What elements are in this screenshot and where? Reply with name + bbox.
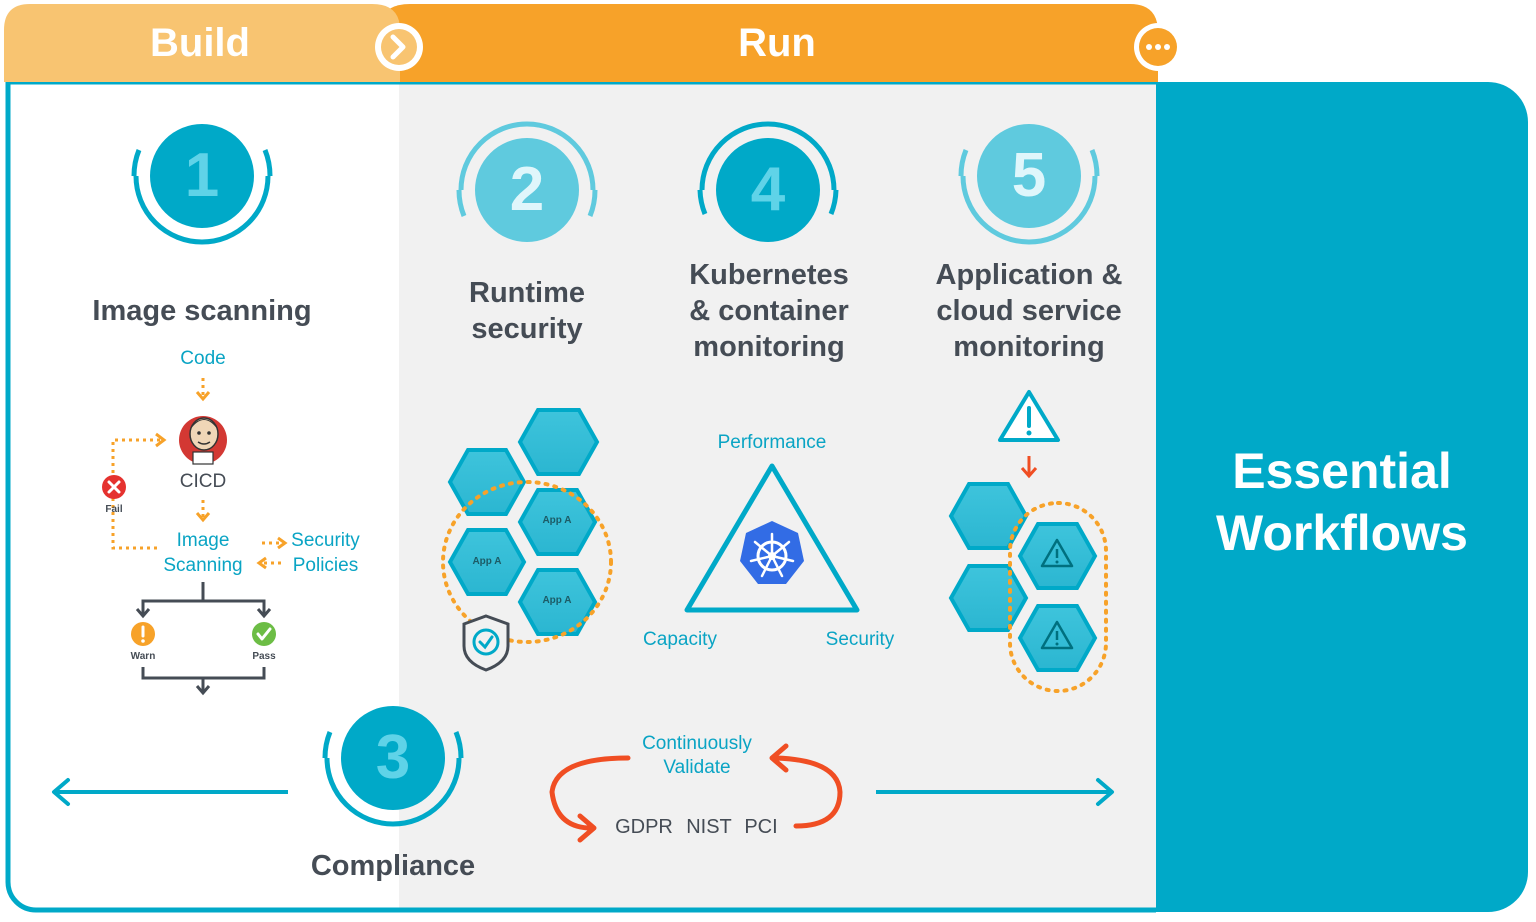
k8s-triangle [684, 463, 860, 613]
hexagon [447, 448, 527, 516]
warn-icon [131, 622, 155, 646]
outer-frame [5, 79, 1156, 913]
hexagon [447, 528, 527, 596]
alert-icon [1040, 538, 1074, 568]
fail-icon [102, 475, 126, 499]
step-4-badge [697, 121, 839, 242]
runtime-hexagons [441, 408, 613, 644]
kubernetes-icon [740, 521, 804, 584]
pass-icon [252, 622, 276, 646]
hexagon [948, 482, 1029, 550]
step-5-badge [958, 124, 1100, 245]
step-3-badge [322, 706, 464, 827]
essential-workflows-panel [1156, 82, 1528, 912]
right-arrow-icon [876, 778, 1114, 806]
cycle-arrows-icon [549, 743, 843, 843]
more-dots-icon [1134, 23, 1182, 71]
build-header-tab [4, 4, 400, 82]
left-arrow-icon [52, 778, 288, 806]
alert-icon [1040, 620, 1074, 650]
jenkins-icon [179, 416, 227, 465]
run-header-tab [380, 4, 1158, 82]
warning-triangle-icon [998, 390, 1060, 442]
hexagon [517, 488, 598, 556]
step-1-badge [131, 124, 273, 245]
hexagon [517, 408, 600, 476]
app-monitoring-hexagons [948, 482, 1108, 693]
hexagon [517, 568, 598, 636]
down-arrow-icon [1020, 456, 1038, 479]
step-2-badge [456, 121, 598, 242]
shield-check-icon [462, 614, 510, 672]
chevron-right-icon [375, 23, 423, 71]
hexagon [948, 564, 1029, 632]
